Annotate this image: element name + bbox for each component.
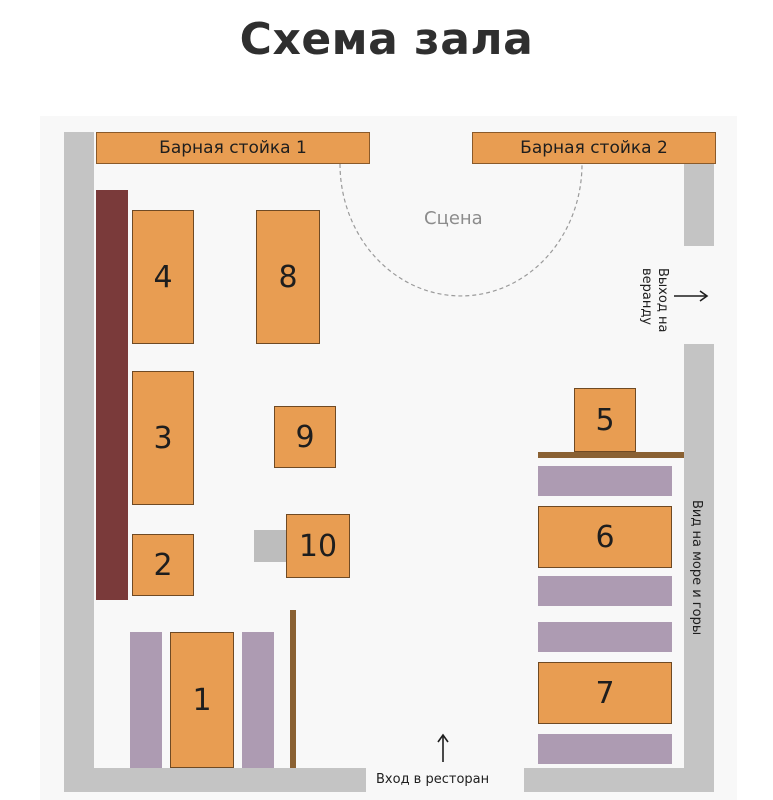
wall-bottom-left [64,768,366,792]
table-1[interactable]: 1 [170,632,234,768]
entrance-label: Вход в ресторан [376,772,490,787]
bench-table-7-bottom [538,734,672,764]
bench-table-6-top [538,466,672,496]
table-3[interactable]: 3 [132,371,194,505]
sea-view-label: Вид на море и горы [689,500,704,636]
partition-rail-vertical [290,610,296,768]
table-2[interactable]: 2 [132,534,194,596]
stage-area [339,163,583,297]
table-1-number: 1 [192,682,212,718]
table-7[interactable]: 7 [538,662,672,724]
chair-table-10 [254,530,288,562]
wall-right-upper [684,164,714,246]
bar-counter-1-label: Барная стойка 1 [159,138,307,158]
floor-plan: Барная стойка 1 Барная стойка 2 Сцена Вы… [40,116,737,800]
table-2-number: 2 [153,547,173,583]
bench-table-1-left [130,632,162,768]
veranda-exit-label: Выход на веранду [639,268,670,333]
table-10-number: 10 [298,528,338,564]
table-5[interactable]: 5 [574,388,636,452]
table-3-number: 3 [153,420,173,456]
page-title: Схема зала [239,14,534,65]
table-9-number: 9 [295,419,315,455]
table-10[interactable]: 10 [286,514,350,578]
table-4[interactable]: 4 [132,210,194,344]
bench-table-6-bottom [538,576,672,606]
table-8-number: 8 [278,259,298,295]
table-8[interactable]: 8 [256,210,320,344]
arrow-right-icon [674,290,709,302]
table-9[interactable]: 9 [274,406,336,468]
bar-counter-2-label: Барная стойка 2 [520,138,668,158]
bar-counter-2[interactable]: Барная стойка 2 [472,132,716,164]
wall-bottom-right [524,768,714,792]
table-5-number: 5 [595,402,615,438]
sofa-left [96,190,128,600]
table-7-number: 7 [595,675,615,711]
arrow-up-icon [437,733,449,762]
partition-rail-horizontal [538,452,684,458]
wall-right-lower [684,344,714,792]
table-6-number: 6 [595,519,615,555]
wall-left [64,132,94,792]
table-4-number: 4 [153,259,173,295]
table-6[interactable]: 6 [538,506,672,568]
bar-counter-1[interactable]: Барная стойка 1 [96,132,370,164]
bench-table-7-top [538,622,672,652]
stage-label: Сцена [424,208,483,229]
bench-table-1-right [242,632,274,768]
